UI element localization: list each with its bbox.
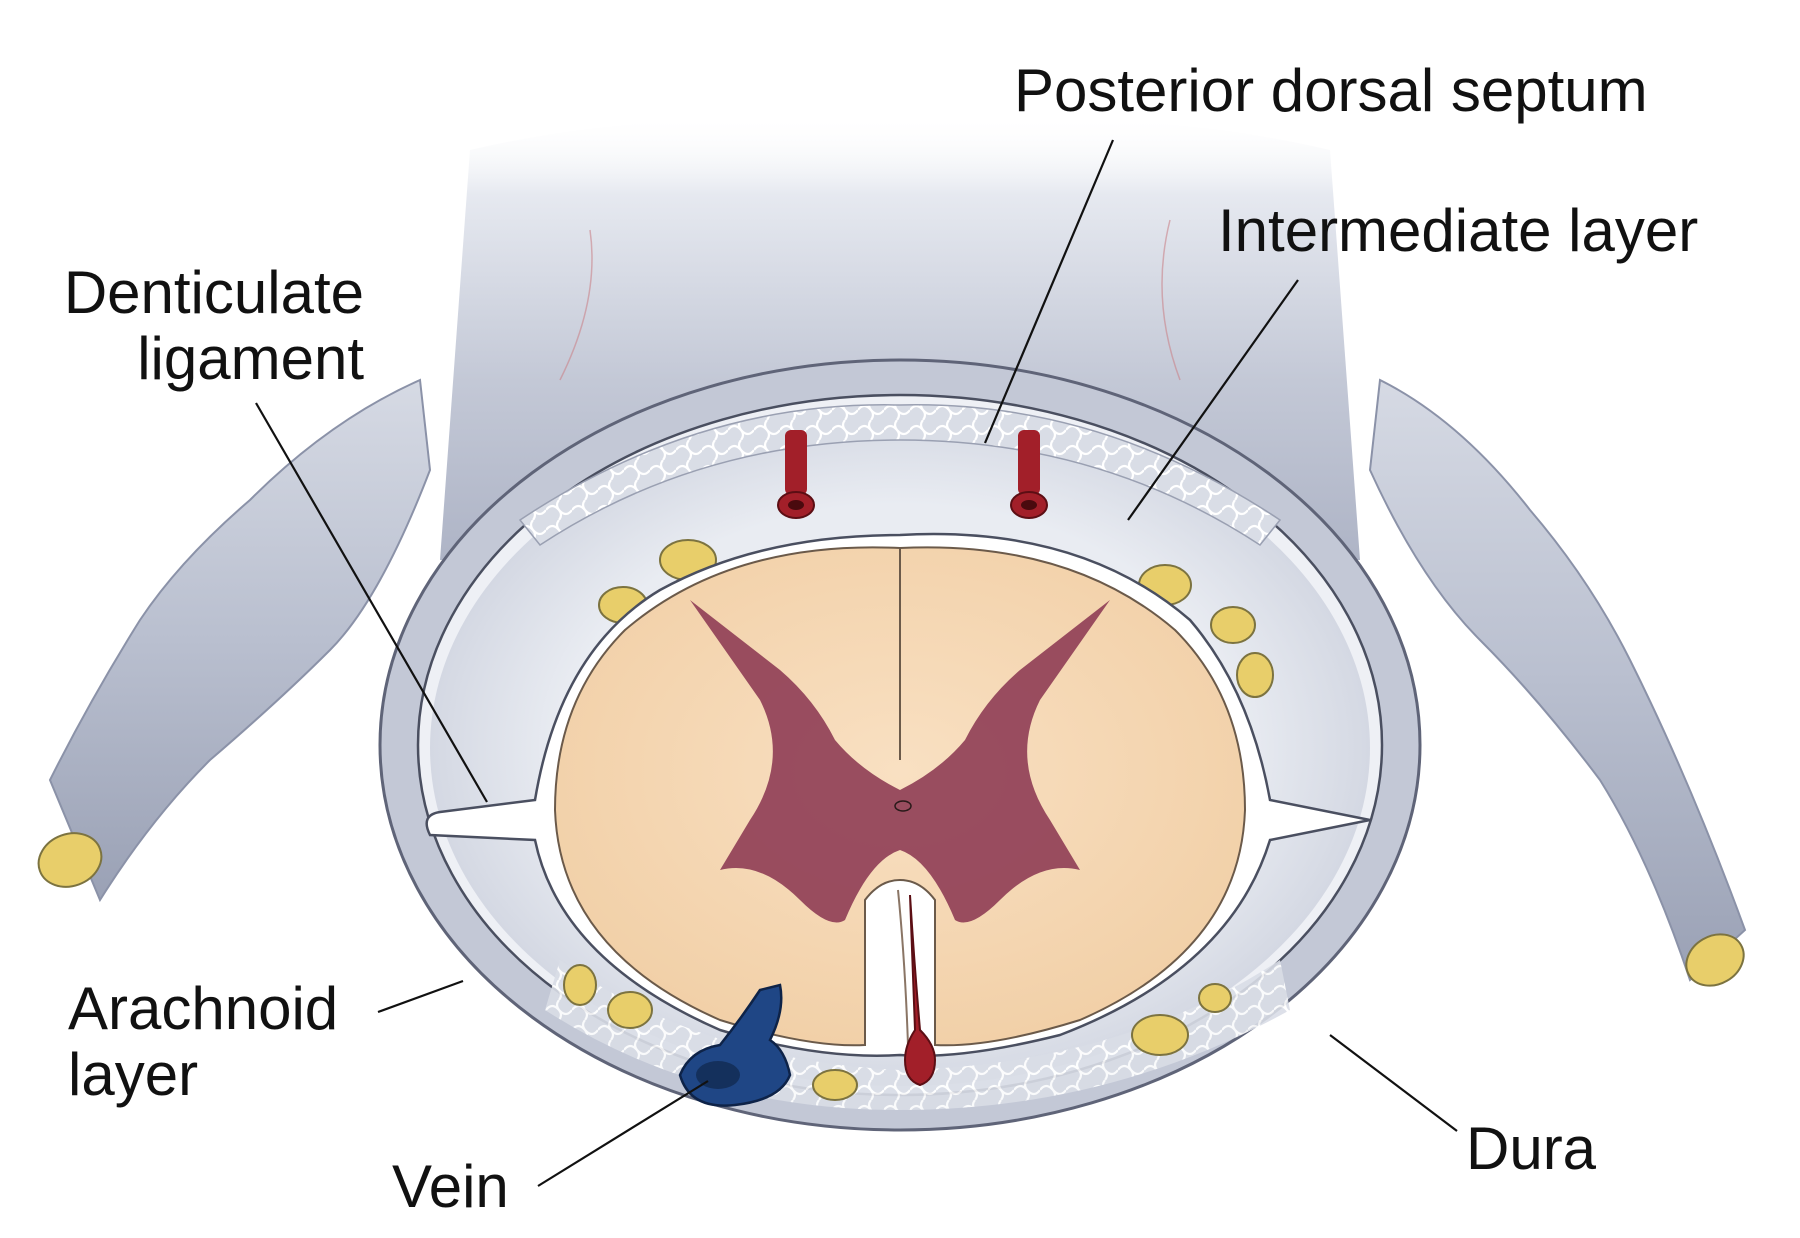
- label-arachnoid-layer: Arachnoid layer: [68, 975, 339, 1108]
- leader-posterior-dorsal-septum: [983, 139, 1115, 444]
- leader-arachnoid-layer: [377, 979, 464, 1014]
- left-root-cut-end: [37, 832, 103, 888]
- label-dura: Dura: [1466, 1115, 1597, 1182]
- leader-dura: [1329, 1034, 1458, 1132]
- dorsal-arteries: [777, 430, 1048, 519]
- anterior-spinal-artery: [903, 894, 937, 1087]
- leader-intermediate-layer: [1127, 279, 1299, 521]
- label-posterior-dorsal-septum: Posterior dorsal septum: [1014, 57, 1648, 124]
- leader-lines: [255, 139, 1458, 1187]
- central-canal: [894, 800, 912, 812]
- right-nerve-root: [1368, 378, 1747, 982]
- intermediate-layer-band: [518, 404, 1282, 547]
- label-vein: Vein: [392, 1153, 509, 1220]
- right-root-cut-end: [1685, 933, 1745, 987]
- gray-matter: [690, 600, 1110, 923]
- label-intermediate-layer: Intermediate layer: [1218, 197, 1699, 264]
- ventral-rootlets: [563, 964, 1232, 1101]
- leader-denticulate-ligament: [255, 402, 488, 803]
- left-nerve-root: [48, 378, 432, 903]
- anterior-median-fissure: [897, 889, 909, 1046]
- leader-vein: [537, 1080, 709, 1187]
- label-denticulate-ligament: Denticulate ligament: [63, 259, 364, 392]
- dorsal-rootlets: [598, 539, 1274, 698]
